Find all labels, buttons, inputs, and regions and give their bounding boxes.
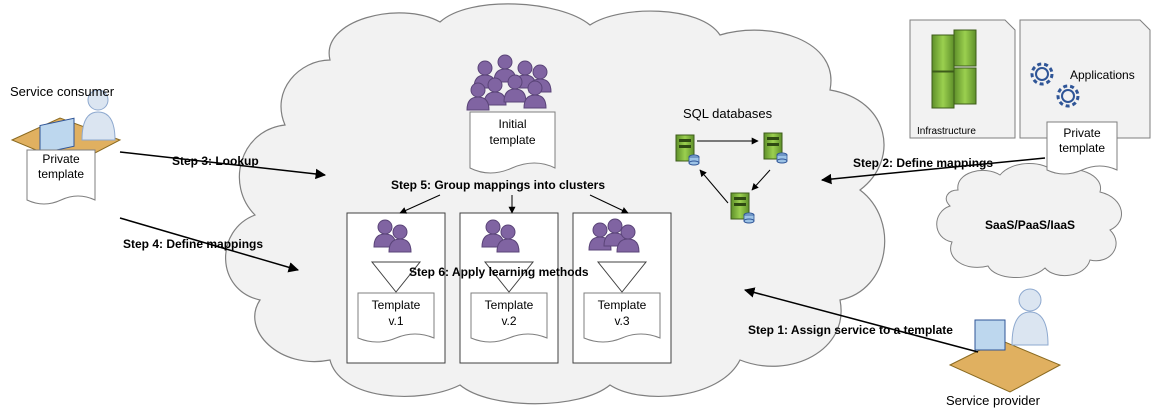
sql-databases-label: SQL databases (683, 106, 773, 121)
step3-label: Step 3: Lookup (172, 154, 259, 168)
step3-arrow (119, 151, 327, 180)
applications-label: Applications (1070, 68, 1135, 82)
step2-arrow (820, 157, 1046, 185)
consumer-template-doc (26, 149, 96, 205)
sql-arrow-3 (699, 169, 729, 204)
step5-arrow-right (589, 194, 629, 214)
provider-computer-icon (948, 288, 1062, 393)
infrastructure-label: Infrastructure (917, 126, 976, 137)
initial-template-doc (469, 111, 556, 174)
saas-cloud-label: SaaS/PaaS/IaaS (985, 218, 1076, 232)
infrastructure-server-icon (931, 29, 977, 109)
template-v3-label: Template v.3 (597, 298, 647, 328)
template-v2-label: Template v.2 (484, 298, 534, 328)
step6-label: Step 6: Apply learning methods (409, 265, 589, 279)
step2-label: Step 2: Define mappings (853, 156, 994, 170)
provider-template-doc (1046, 121, 1118, 175)
template-down-arrows (370, 261, 648, 293)
sql-arrow-2 (751, 169, 771, 191)
service-provider-label: Service provider (946, 393, 1040, 408)
provider-template-label: Private template (1058, 126, 1106, 155)
initial-template-label: Initial template (489, 117, 536, 147)
step4-arrow (119, 217, 300, 273)
applications-box (1019, 19, 1151, 139)
step5-arrow-left (399, 194, 441, 214)
saas-cloud (936, 163, 1122, 279)
step4-label: Step 4: Define mappings (123, 237, 264, 251)
service-consumer-label: Service consumer (10, 84, 115, 99)
template-v1-label: Template v.1 (371, 298, 421, 328)
template-docs (357, 292, 661, 343)
step1-arrow (743, 287, 979, 353)
step1-label: Step 1: Assign service to a template (748, 323, 953, 337)
consumer-template-label: Private template (37, 152, 85, 181)
step5-label: Step 5: Group mappings into clusters (391, 178, 606, 192)
